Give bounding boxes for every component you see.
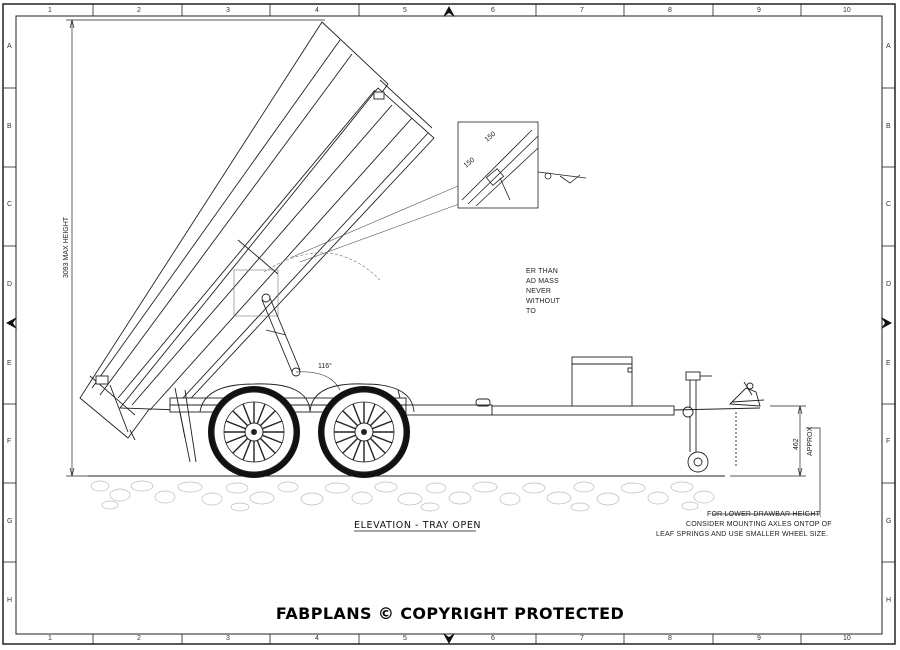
row-letter: D xyxy=(7,281,12,288)
angle-label: 116° xyxy=(318,362,332,370)
max-height-label: 3093 MAX HEIGHT xyxy=(63,216,70,278)
hydraulic-ram xyxy=(233,269,301,377)
column-number: 8 xyxy=(668,7,672,14)
column-number: 3 xyxy=(226,7,230,14)
column-number: 8 xyxy=(668,635,672,642)
column-number: 4 xyxy=(315,7,319,14)
note-line: LEAF SPRINGS AND USE SMALLER WHEEL SIZE. xyxy=(656,531,828,538)
note-line: CONSIDER MOUNTING AXLES ONTOP OF xyxy=(686,521,832,528)
wheel-right xyxy=(318,386,410,478)
copyright-watermark: FABPLANS © COPYRIGHT PROTECTED xyxy=(275,604,625,623)
note-line: FOR LOWER DRAWBAR HEIGHT, xyxy=(707,511,821,518)
row-letter: C xyxy=(7,201,12,208)
column-number: 10 xyxy=(843,7,851,14)
center-arrow-left xyxy=(6,317,17,329)
drawbar-dim-note: APPROX xyxy=(807,426,814,456)
column-number: 9 xyxy=(757,635,761,642)
row-letter: E xyxy=(886,360,891,367)
column-number: 3 xyxy=(226,635,230,642)
toolbox xyxy=(571,356,633,407)
row-letter: A xyxy=(886,43,891,50)
zone-ticks xyxy=(3,4,895,644)
center-arrow-right xyxy=(881,317,892,329)
warning-line: AD MASS xyxy=(526,278,559,285)
column-number: 7 xyxy=(580,635,584,642)
view-title: ELEVATION - TRAY OPEN xyxy=(354,520,481,531)
row-letter: H xyxy=(7,597,12,604)
hitch-coupling xyxy=(673,381,765,466)
angle-arc xyxy=(295,371,341,391)
row-letter: G xyxy=(886,518,891,525)
row-letter: E xyxy=(7,360,12,367)
tipping-tray xyxy=(79,21,435,441)
column-numbers-top: 1 2 3 4 5 6 7 8 9 10 xyxy=(48,7,851,14)
column-numbers-bottom: 1 2 3 4 5 6 7 8 9 10 xyxy=(48,635,851,642)
center-arrow-top xyxy=(443,6,455,17)
warning-line: WITHOUT xyxy=(526,298,561,305)
row-letter: H xyxy=(886,597,891,604)
drawbar-dimension xyxy=(712,405,821,515)
row-letters-right: A B C D E F G H xyxy=(886,43,891,604)
drawbar-dim-value: 462 xyxy=(793,438,800,450)
row-letter: G xyxy=(7,518,12,525)
center-arrow-bottom xyxy=(443,633,455,644)
warning-line: NEVER xyxy=(526,288,551,295)
column-number: 10 xyxy=(843,635,851,642)
row-letter: D xyxy=(886,281,891,288)
row-letter: C xyxy=(886,201,891,208)
column-number: 1 xyxy=(48,635,52,642)
column-number: 5 xyxy=(403,7,407,14)
column-number: 7 xyxy=(580,7,584,14)
detail-view xyxy=(457,121,587,209)
max-height-dimension xyxy=(66,19,325,477)
row-letter: F xyxy=(7,438,11,445)
jockey-wheel xyxy=(682,371,712,473)
wheel-left xyxy=(208,386,300,478)
warning-line: ER THAN xyxy=(526,268,558,275)
column-number: 4 xyxy=(315,635,319,642)
detail-leaders xyxy=(289,185,471,263)
row-letter: B xyxy=(7,123,12,130)
column-number: 9 xyxy=(757,7,761,14)
column-number: 2 xyxy=(137,7,141,14)
swing-arc xyxy=(263,252,381,281)
row-letter: F xyxy=(886,438,890,445)
ground xyxy=(88,475,725,512)
warning-line: TO xyxy=(526,308,536,315)
column-number: 2 xyxy=(137,635,141,642)
mudguard xyxy=(199,383,415,413)
row-letter: A xyxy=(7,43,12,50)
warning-note: ER THAN AD MASS NEVER WITHOUT TO xyxy=(526,268,561,315)
column-number: 6 xyxy=(491,7,495,14)
column-number: 6 xyxy=(491,635,495,642)
drawbar-note: FOR LOWER DRAWBAR HEIGHT, CONSIDER MOUNT… xyxy=(656,511,832,538)
inner-frame xyxy=(15,15,883,635)
row-letter: B xyxy=(886,123,891,130)
row-letters-left: A B C D E F G H xyxy=(7,43,12,604)
column-number: 1 xyxy=(48,7,52,14)
column-number: 5 xyxy=(403,635,407,642)
